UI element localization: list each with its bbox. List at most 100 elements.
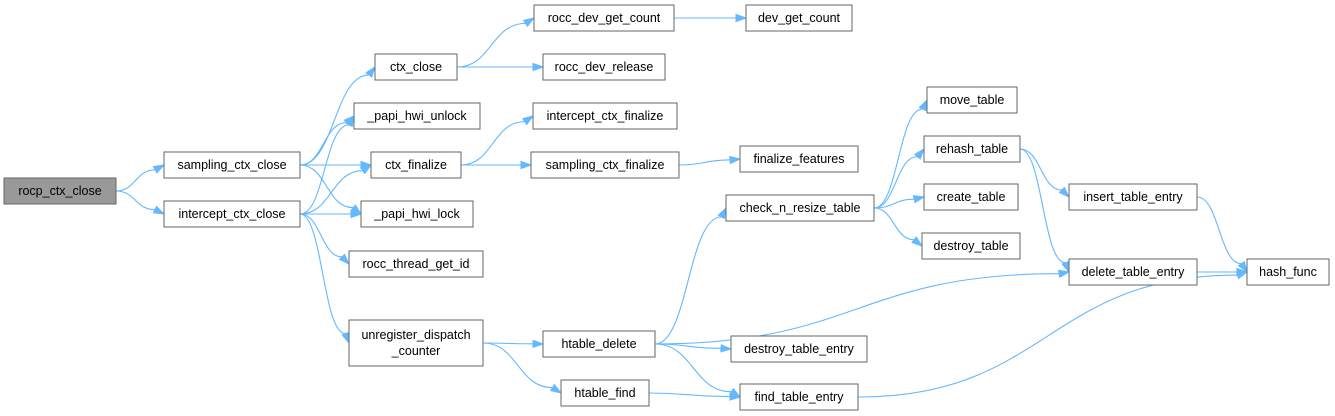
node-box <box>348 319 484 367</box>
edge-line <box>299 213 346 335</box>
node-box <box>163 200 301 228</box>
node-label-line: ctx_close <box>390 60 442 74</box>
node-box <box>1068 258 1198 286</box>
node-box <box>921 232 1021 260</box>
node-label-line: _papi_hwi_lock <box>373 207 460 221</box>
edge-arrowhead <box>152 164 166 174</box>
node-check_n_resize_table[interactable]: check_n_resize_table <box>725 194 875 222</box>
node-box <box>348 250 484 278</box>
edge-arrowhead <box>532 339 545 349</box>
node-box <box>923 183 1019 211</box>
edge-rocp_ctx_close-to-sampling_ctx_close <box>115 164 166 192</box>
edge-intercept_ctx_close-to-papi_hwi_lock <box>300 209 363 219</box>
edge-line <box>1019 148 1066 264</box>
node-rocc_dev_get_count[interactable]: rocc_dev_get_count <box>533 4 675 32</box>
node-delete_table_entry[interactable]: delete_table_entry <box>1068 258 1198 286</box>
node-destroy_table_entry[interactable]: destroy_table_entry <box>730 335 868 363</box>
node-label-line: rocc_dev_release <box>555 60 654 74</box>
edge-htable_delete-to-find_table_entry <box>654 343 742 398</box>
node-insert_table_entry[interactable]: insert_table_entry <box>1068 183 1198 211</box>
edge-arrowhead <box>1058 186 1071 199</box>
edge-line <box>456 22 526 68</box>
edge-line <box>1196 196 1242 265</box>
edge-line <box>873 156 918 209</box>
node-label-line: rocp_ctx_close <box>18 184 101 198</box>
node-ctx_finalize[interactable]: ctx_finalize <box>370 151 462 179</box>
edge-arrowhead <box>532 62 545 72</box>
node-label: find_table_entry <box>755 390 845 404</box>
node-label: ctx_finalize <box>385 158 447 172</box>
node-box <box>3 177 117 205</box>
node-sampling_ctx_finalize[interactable]: sampling_ctx_finalize <box>530 151 680 179</box>
node-rocp_ctx_close[interactable]: rocp_ctx_close <box>3 177 117 205</box>
node-box <box>542 53 666 81</box>
edge-arrowhead <box>912 195 926 204</box>
node-htable_find[interactable]: htable_find <box>560 379 650 407</box>
node-hash_func[interactable]: hash_func <box>1246 258 1330 286</box>
edge-rocc_dev_get_count-to-dev_get_count <box>674 13 748 23</box>
node-intercept_ctx_finalize[interactable]: intercept_ctx_finalize <box>532 102 678 130</box>
node-label: create_table <box>937 190 1006 204</box>
node-destroy_table[interactable]: destroy_table <box>921 232 1021 260</box>
node-finalize_features[interactable]: finalize_features <box>739 145 859 173</box>
node-label: htable_delete <box>561 337 636 351</box>
node-sampling_ctx_close[interactable]: sampling_ctx_close <box>163 151 301 179</box>
edge-rocp_ctx_close-to-intercept_ctx_close <box>115 190 166 215</box>
edge-arrowhead <box>350 209 363 219</box>
node-label-line: create_table <box>937 190 1006 204</box>
edge-line <box>654 343 732 393</box>
node-box <box>360 200 474 228</box>
edge-line <box>299 122 347 166</box>
edge-line <box>115 190 155 211</box>
node-find_table_entry[interactable]: find_table_entry <box>739 383 859 411</box>
node-papi_hwi_lock[interactable]: _papi_hwi_lock <box>360 200 474 228</box>
edge-line <box>678 159 731 166</box>
node-create_table[interactable]: create_table <box>923 183 1019 211</box>
node-rocc_dev_release[interactable]: rocc_dev_release <box>542 53 666 81</box>
node-htable_delete[interactable]: htable_delete <box>542 330 656 358</box>
node-label: _papi_hwi_lock <box>373 207 460 221</box>
node-dev_get_count[interactable]: dev_get_count <box>745 4 853 32</box>
edge-arrowhead <box>1057 269 1071 278</box>
node-label-line: destroy_table_entry <box>744 342 855 356</box>
edge-line <box>460 121 525 166</box>
node-label-line: htable_delete <box>561 337 636 351</box>
edge-htable_find-to-find_table_entry <box>648 392 742 401</box>
node-label-line: dev_get_count <box>758 11 841 25</box>
node-ctx_close[interactable]: ctx_close <box>374 53 458 81</box>
edge-intercept_ctx_close-to-rocc_thread_get_id <box>299 213 351 266</box>
edge-line <box>654 216 722 345</box>
node-rocc_thread_get_id[interactable]: rocc_thread_get_id <box>348 250 484 278</box>
node-label: rocc_thread_get_id <box>362 257 469 271</box>
node-label-line: htable_find <box>574 386 635 400</box>
node-label-line: hash_func <box>1259 265 1317 279</box>
node-box <box>560 379 650 407</box>
node-unregister_dispatch_counter[interactable]: unregister_dispatch_counter <box>348 319 484 367</box>
node-box <box>1246 258 1330 286</box>
node-papi_hwi_unlock[interactable]: _papi_hwi_unlock <box>353 102 481 130</box>
node-label-line: rocc_dev_get_count <box>548 11 661 25</box>
node-box <box>923 135 1021 163</box>
edge-ctx_close-to-rocc_dev_get_count <box>456 17 536 68</box>
edge-ctx_close-to-rocc_dev_release <box>457 62 545 72</box>
node-label-line: destroy_table <box>933 239 1008 253</box>
edge-arrowhead <box>720 344 733 353</box>
node-box <box>532 102 678 130</box>
node-label: _papi_hwi_unlock <box>366 109 467 123</box>
node-label-line: _counter <box>391 344 441 358</box>
edge-line <box>857 274 1238 398</box>
node-box <box>542 330 656 358</box>
node-label-line: move_table <box>940 93 1005 107</box>
node-rehash_table[interactable]: rehash_table <box>923 135 1021 163</box>
node-intercept_ctx_close[interactable]: intercept_ctx_close <box>163 200 301 228</box>
node-move_table[interactable]: move_table <box>926 86 1018 114</box>
edge-arrowhead <box>345 114 355 128</box>
edge-unregister_dispatch_counter-to-htable_find <box>482 342 563 394</box>
edge-arrowhead <box>911 236 924 247</box>
node-box <box>1068 183 1198 211</box>
edge-line <box>873 108 923 209</box>
edge-intercept_ctx_close-to-papi_hwi_unlock <box>299 114 355 215</box>
node-box <box>725 194 875 222</box>
node-label-line: sampling_ctx_close <box>177 158 286 172</box>
